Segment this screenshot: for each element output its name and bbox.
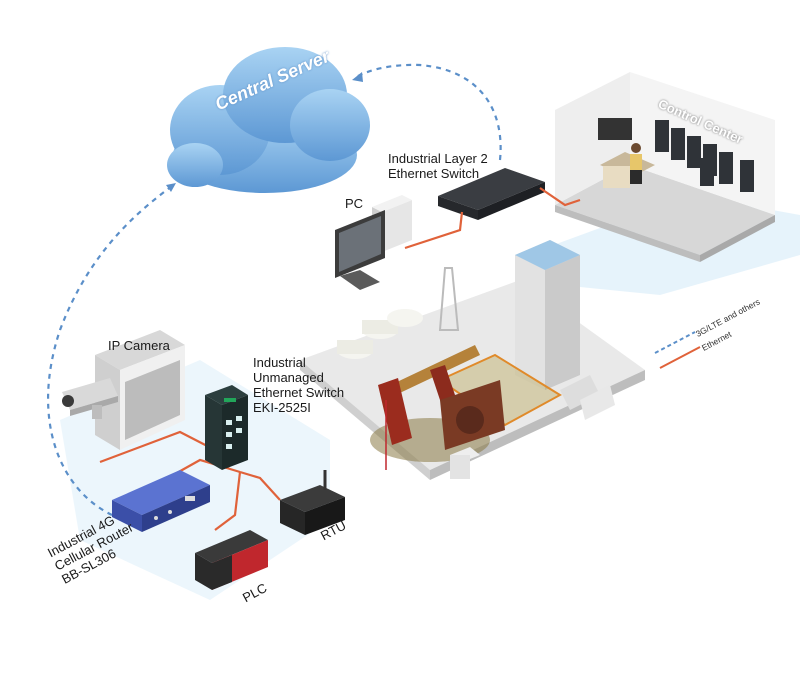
l2-switch-label-line2: Ethernet Switch bbox=[388, 166, 480, 181]
cellular-link-router-cloud bbox=[47, 185, 173, 516]
l2-switch-label-line1: Industrial Layer 2 bbox=[388, 151, 488, 166]
ip-camera bbox=[62, 378, 118, 419]
layer2-ethernet-switch bbox=[438, 168, 545, 220]
legend bbox=[654, 331, 701, 369]
l2-switch-label: Industrial Layer 2 Ethernet Switch bbox=[388, 151, 488, 181]
legend-line-cellular bbox=[654, 331, 696, 354]
pc bbox=[335, 195, 412, 290]
legend-line-ethernet bbox=[659, 346, 701, 369]
unmanaged-switch-label-line3: Ethernet Switch bbox=[253, 385, 345, 400]
ip-camera-label: IP Camera bbox=[108, 338, 170, 353]
central-server-cloud bbox=[167, 47, 370, 193]
unmanaged-switch bbox=[205, 385, 248, 470]
pc-label: PC bbox=[345, 196, 364, 211]
cellular-link-switch-cloud bbox=[357, 63, 502, 161]
unmanaged-switch-label-line2: Unmanaged bbox=[253, 370, 324, 385]
plc bbox=[195, 530, 268, 590]
rtu bbox=[280, 470, 345, 535]
arrow-head-icon bbox=[166, 183, 176, 192]
unmanaged-switch-label-line1: Industrial bbox=[253, 355, 306, 370]
control-center-building bbox=[555, 72, 775, 262]
unmanaged-switch-label-line4: EKI-2525I bbox=[253, 400, 311, 415]
unmanaged-switch-label: Industrial Unmanaged Ethernet Switch EKI… bbox=[253, 355, 344, 415]
cellular-router bbox=[112, 470, 210, 532]
arrow-head-icon bbox=[352, 72, 363, 82]
oil-field bbox=[300, 240, 645, 480]
